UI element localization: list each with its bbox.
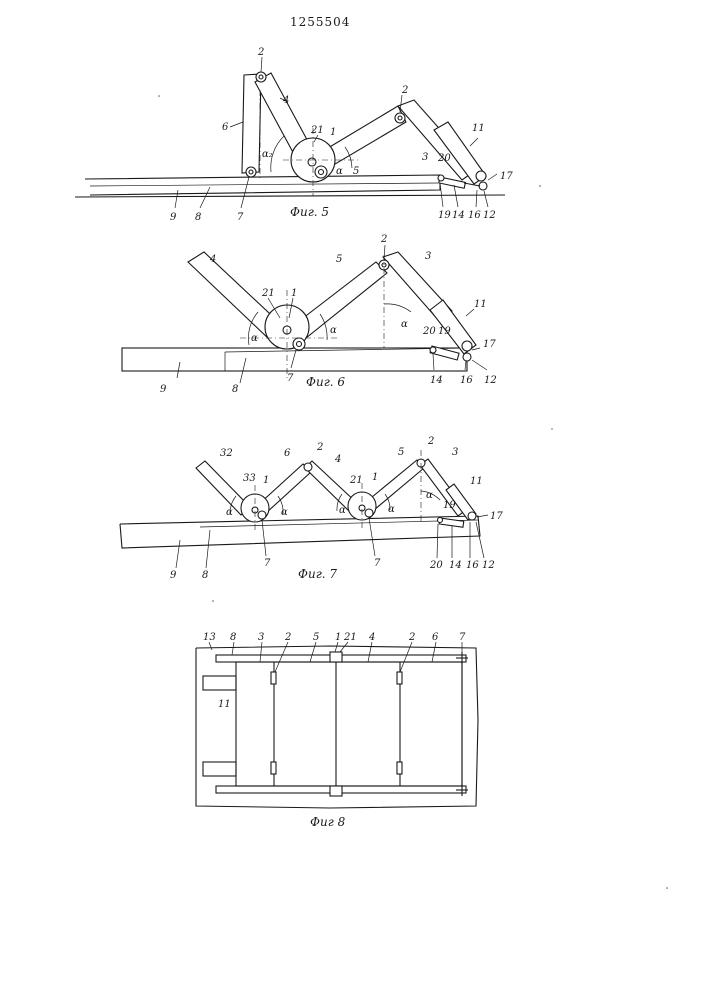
fig8-label-7: 7 bbox=[459, 632, 466, 643]
fig5-label-20: 20 bbox=[437, 153, 451, 164]
figure-8 bbox=[196, 642, 478, 808]
fig8-label-13: 13 bbox=[203, 632, 216, 643]
fig5-label-17: 17 bbox=[500, 171, 513, 182]
fig6-label-alpha-3: α bbox=[401, 319, 408, 330]
figure-7 bbox=[120, 450, 488, 568]
fig8-label-6: 6 bbox=[432, 632, 439, 643]
fig8-caption: Фиг 8 bbox=[310, 815, 346, 829]
fig6-label-17: 17 bbox=[483, 339, 496, 350]
frame-9 bbox=[122, 348, 467, 371]
fig7-label-19: 19 bbox=[443, 500, 456, 511]
fig7-label-2b: 2 bbox=[427, 436, 434, 447]
fig8-label-4: 4 bbox=[368, 632, 375, 643]
frame-9 bbox=[85, 175, 440, 195]
fig5-label-21: 21 bbox=[310, 125, 324, 136]
fig7-caption: Фиг. 7 bbox=[298, 567, 337, 581]
fig6-label-1: 1 bbox=[291, 288, 297, 299]
fig7-label-1a: 1 bbox=[263, 475, 269, 486]
fig7-label-alpha-5: α bbox=[426, 490, 433, 501]
figure-6 bbox=[122, 245, 487, 383]
fig6-label-4: 4 bbox=[209, 254, 216, 265]
fig7-label-33: 33 bbox=[243, 473, 256, 484]
fig6-label-12: 12 bbox=[484, 375, 497, 386]
fig5-label-12: 12 bbox=[483, 210, 496, 221]
fig6-label-19: 19 bbox=[438, 326, 451, 337]
fig5-label-2b: 2 bbox=[401, 85, 408, 96]
ground-line bbox=[75, 195, 505, 197]
fig6-label-2: 2 bbox=[380, 234, 387, 245]
fig8-label-5: 5 bbox=[313, 632, 319, 643]
fig6-label-21: 21 bbox=[261, 288, 275, 299]
fig7-label-9: 9 bbox=[170, 570, 177, 581]
fig7-label-3: 3 bbox=[452, 447, 458, 458]
fig5-label-alpha: α bbox=[336, 166, 343, 177]
part-11-top bbox=[203, 676, 236, 690]
fig8-label-2a: 2 bbox=[284, 632, 291, 643]
fig5-label-5: 5 bbox=[353, 166, 359, 177]
fig7-label-32: 32 bbox=[220, 448, 233, 459]
fig7-label-6: 6 bbox=[284, 448, 291, 459]
fig7-label-alpha-2: α bbox=[281, 507, 288, 518]
fig7-label-12: 12 bbox=[482, 560, 495, 571]
fig6-label-alpha-2: α bbox=[330, 325, 337, 336]
fig6-label-9: 9 bbox=[160, 384, 167, 395]
part-11-bottom bbox=[203, 762, 236, 776]
fig8-label-3: 3 bbox=[258, 632, 264, 643]
fig7-label-1b: 1 bbox=[372, 472, 378, 483]
fig7-label-4: 4 bbox=[334, 454, 341, 465]
fig7-label-17: 17 bbox=[490, 511, 503, 522]
fig6-label-16: 16 bbox=[460, 375, 473, 386]
fig7-label-11: 11 bbox=[470, 476, 483, 487]
fig5-label-2: 2 bbox=[257, 47, 264, 58]
fig7-label-alpha-1: α bbox=[226, 507, 233, 518]
fig6-label-7: 7 bbox=[287, 373, 294, 384]
fig7-label-alpha-4: α bbox=[388, 504, 395, 515]
fig7-label-21: 21 bbox=[349, 475, 363, 486]
fig5-label-19: 19 bbox=[438, 210, 451, 221]
fig6-caption: Фиг. 6 bbox=[306, 375, 345, 389]
fig8-label-21: 21 bbox=[343, 632, 357, 643]
fig5-label-16: 16 bbox=[468, 210, 481, 221]
figure-5 bbox=[75, 57, 505, 208]
frame-9 bbox=[120, 516, 480, 548]
fig7-label-16: 16 bbox=[466, 560, 479, 571]
fig5-label-6: 6 bbox=[222, 122, 229, 133]
fig5-caption: Фиг. 5 bbox=[290, 205, 329, 219]
fig6-label-5: 5 bbox=[336, 254, 342, 265]
fig6-label-alpha-1: α bbox=[251, 333, 258, 344]
fig5-label-14: 14 bbox=[452, 210, 465, 221]
fig5-label-3: 3 bbox=[422, 152, 428, 163]
fig6-label-11: 11 bbox=[474, 299, 487, 310]
fig7-label-8: 8 bbox=[202, 570, 208, 581]
fig5-label-4: 4 bbox=[282, 95, 289, 106]
fig7-label-7a: 7 bbox=[264, 558, 271, 569]
fig7-label-7b: 7 bbox=[374, 558, 381, 569]
fig5-label-11: 11 bbox=[472, 123, 485, 134]
fig5-label-7: 7 bbox=[237, 212, 244, 223]
fig8-label-11: 11 bbox=[218, 699, 231, 710]
fig7-label-alpha-3: α bbox=[339, 505, 346, 516]
fig6-label-3: 3 bbox=[425, 251, 431, 262]
fig5-label-alpha2: α₂ bbox=[262, 149, 273, 160]
fig8-label-2b: 2 bbox=[408, 632, 415, 643]
fig7-label-20: 20 bbox=[429, 560, 443, 571]
fig7-label-5: 5 bbox=[398, 447, 404, 458]
fig6-label-20: 20 bbox=[422, 326, 436, 337]
fig8-label-1: 1 bbox=[335, 632, 341, 643]
fig5-label-9: 9 bbox=[170, 212, 177, 223]
fig8-label-8: 8 bbox=[230, 632, 236, 643]
fig5-label-8: 8 bbox=[195, 212, 201, 223]
fig7-label-2a: 2 bbox=[316, 442, 323, 453]
fig6-label-14: 14 bbox=[430, 375, 443, 386]
fig7-label-14: 14 bbox=[449, 560, 462, 571]
outer-frame-13 bbox=[196, 646, 478, 808]
fig5-label-1: 1 bbox=[330, 127, 336, 138]
fig6-label-8: 8 bbox=[232, 384, 238, 395]
